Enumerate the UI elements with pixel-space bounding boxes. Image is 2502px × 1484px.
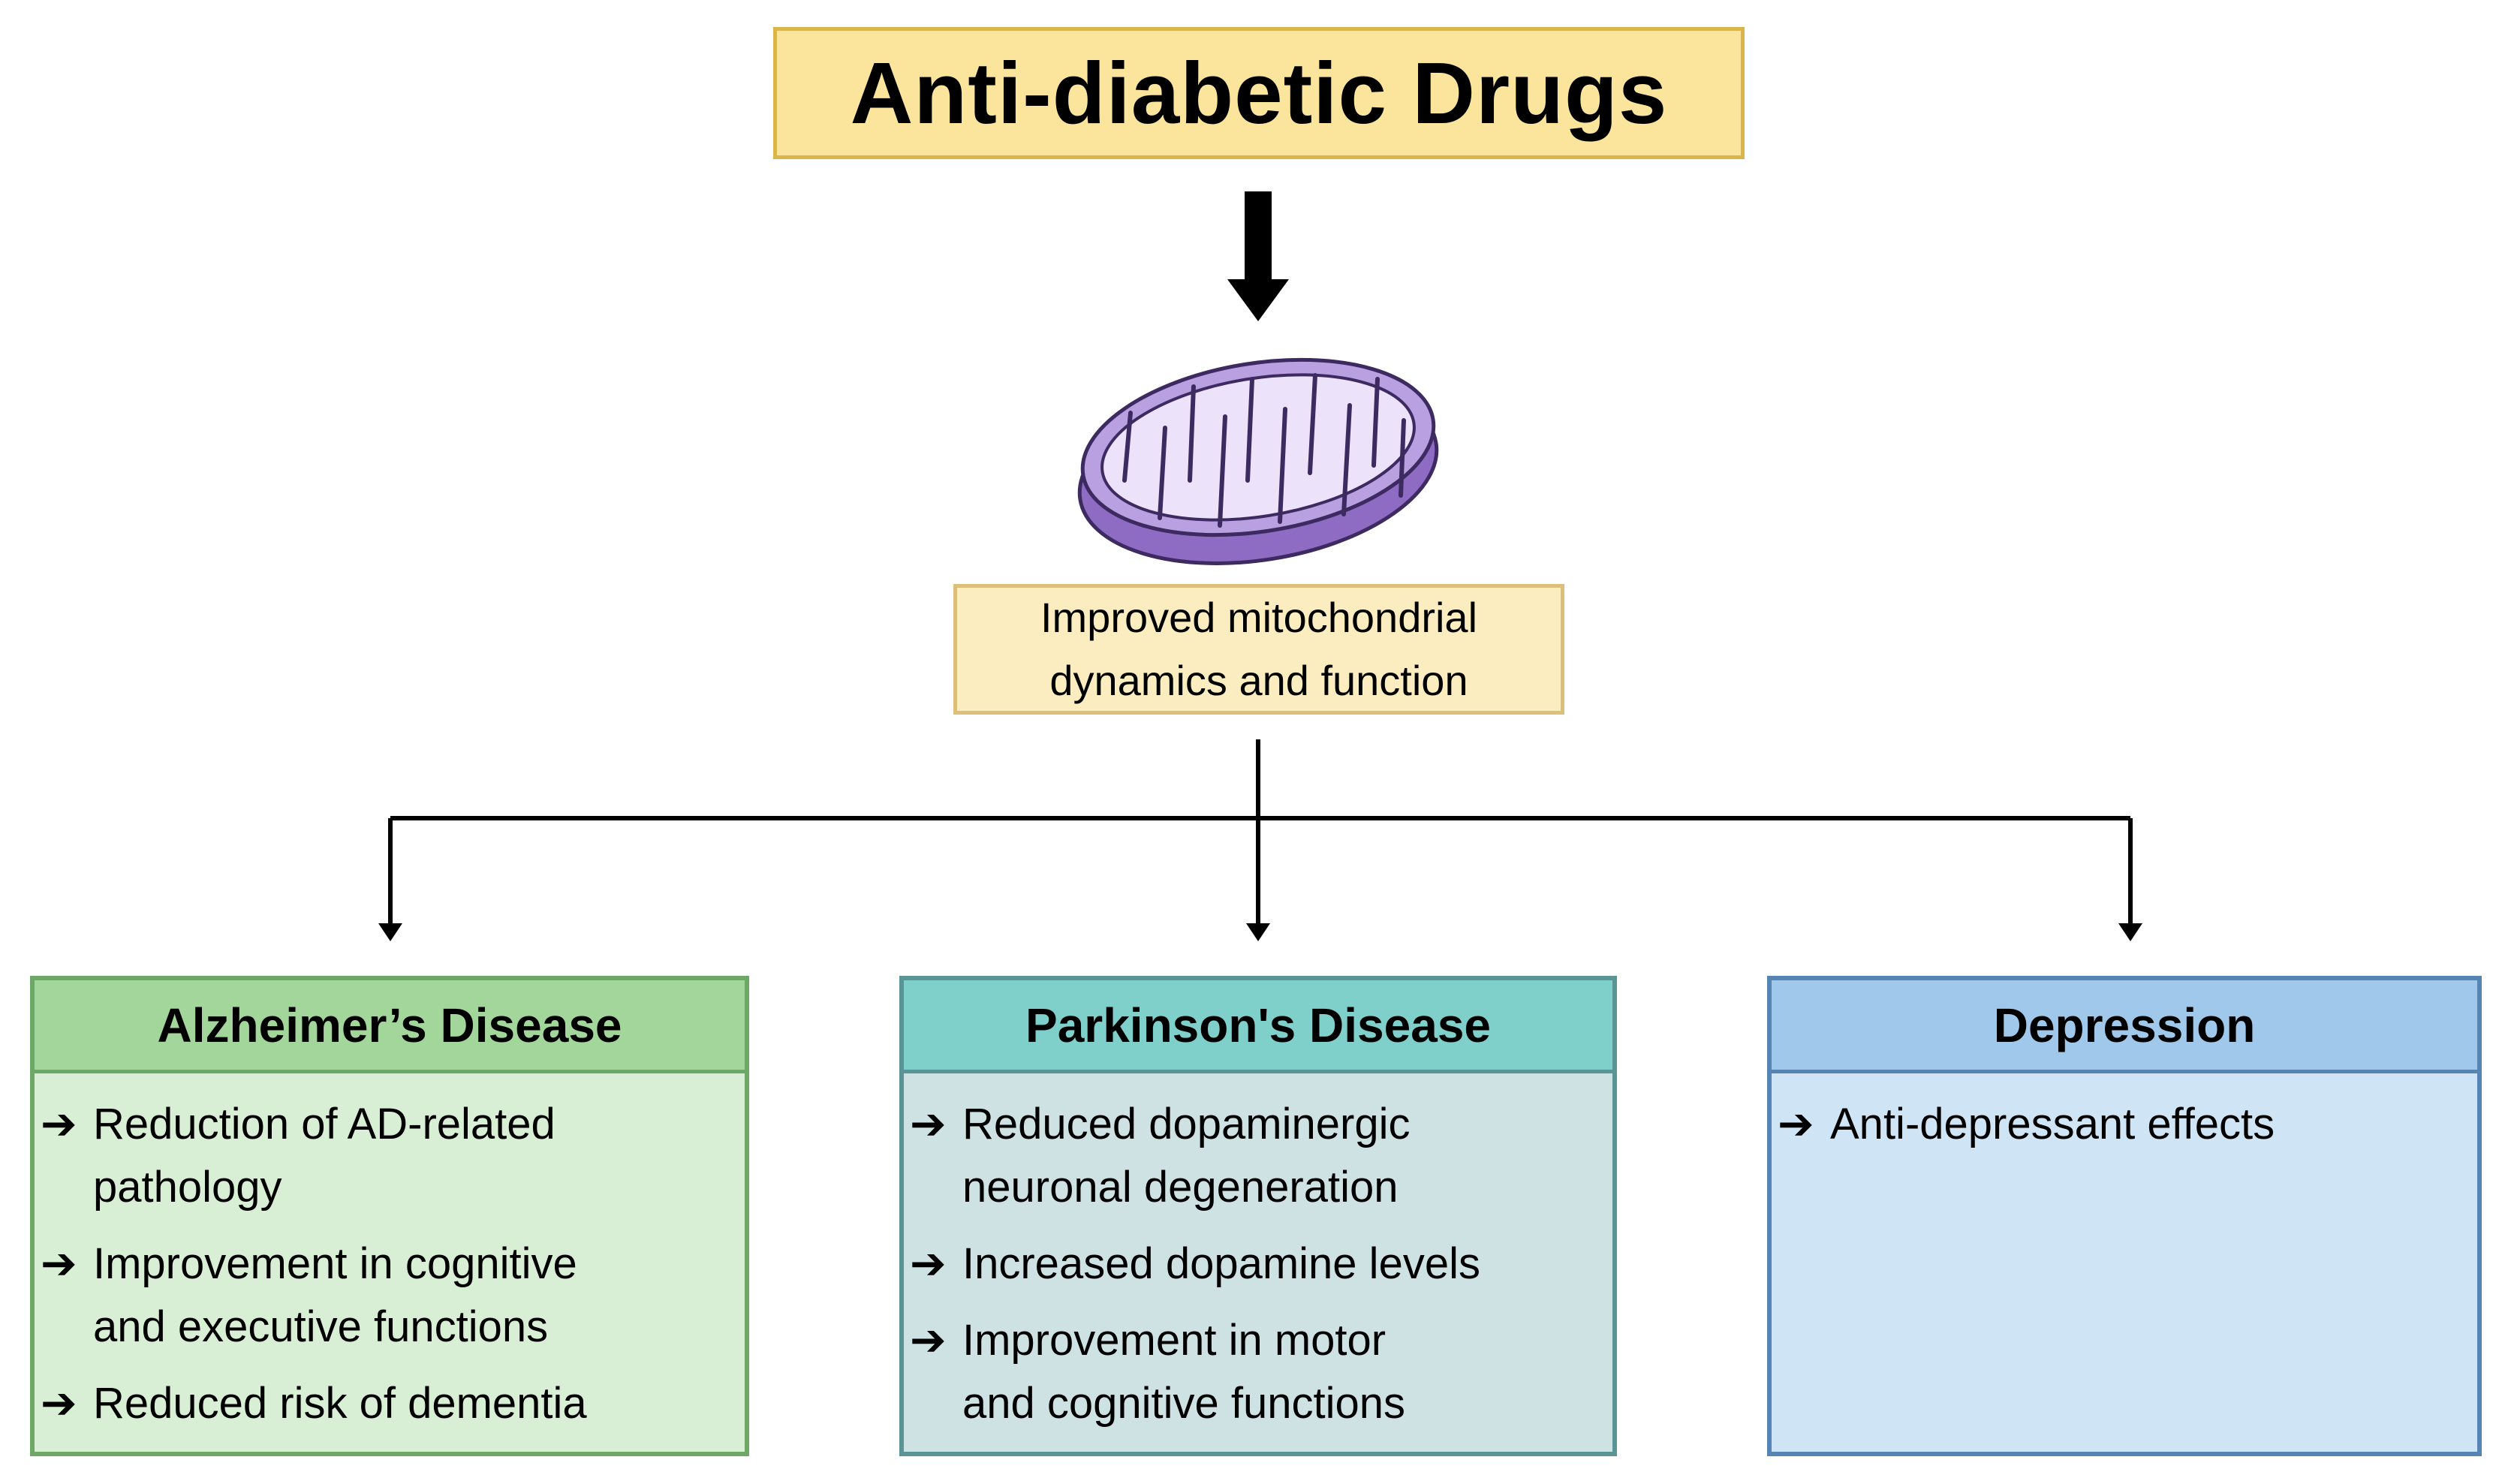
- right-arrow-icon: ➔: [41, 1100, 77, 1148]
- depression-header: Depression: [1772, 980, 2477, 1073]
- mitochondrion-icon: [1077, 357, 1439, 565]
- list-item: ➔Anti-depressant effects: [1778, 1093, 2455, 1156]
- mechanism-line-2: dynamics and function: [1049, 657, 1468, 704]
- parkinsons-card: Parkinson's Disease ➔Reduced dopaminergi…: [899, 976, 1617, 1456]
- mechanism-box: Improved mitochondrial dynamics and func…: [953, 584, 1564, 715]
- list-item: ➔Increased dopamine levels: [910, 1233, 1590, 1296]
- list-item: ➔Reduced risk of dementia: [41, 1372, 722, 1435]
- right-arrow-icon: ➔: [910, 1100, 947, 1148]
- right-arrow-icon: ➔: [1778, 1100, 1814, 1148]
- depression-card: Depression ➔Anti-depressant effects: [1767, 976, 2482, 1456]
- right-arrow-icon: ➔: [41, 1239, 77, 1288]
- right-arrow-icon: ➔: [41, 1379, 77, 1428]
- branch-arrowheads: [378, 923, 2142, 941]
- right-arrow-icon: ➔: [910, 1239, 947, 1288]
- alzheimers-header: Alzheimer’s Disease: [35, 980, 745, 1073]
- branch-connectors: [388, 739, 2133, 928]
- mechanism-label: Improved mitochondrial dynamics and func…: [1040, 586, 1477, 712]
- depression-points: ➔Anti-depressant effects: [1772, 1073, 2477, 1156]
- diagram-title: Anti-diabetic Drugs: [850, 44, 1668, 142]
- parkinsons-header: Parkinson's Disease: [904, 980, 1612, 1073]
- mechanism-line-1: Improved mitochondrial: [1040, 594, 1478, 641]
- alzheimers-card: Alzheimer’s Disease ➔Reduction of AD-rel…: [30, 976, 749, 1456]
- title-box: Anti-diabetic Drugs: [773, 27, 1745, 159]
- right-arrow-icon: ➔: [910, 1316, 947, 1365]
- main-down-arrow: [1227, 191, 1289, 321]
